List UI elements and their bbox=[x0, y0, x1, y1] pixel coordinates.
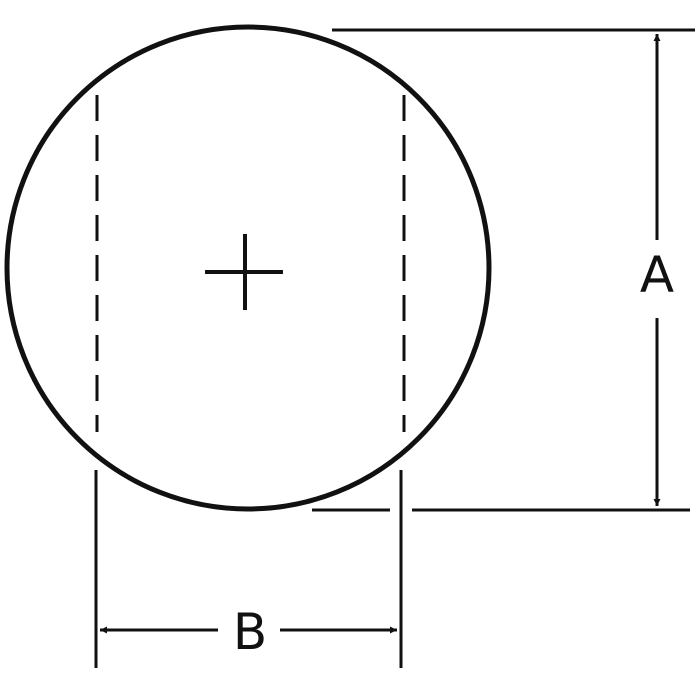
dimension-label-b: B bbox=[233, 603, 267, 661]
circle-outline bbox=[4, 24, 492, 512]
dimension-label-a: A bbox=[640, 246, 674, 304]
